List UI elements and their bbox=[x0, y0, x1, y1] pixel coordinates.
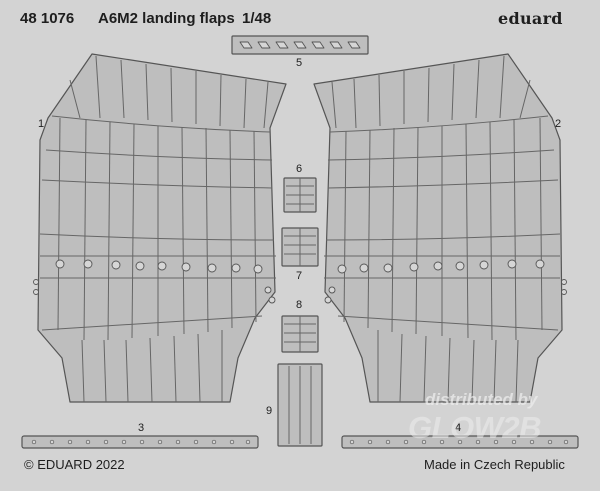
long-strip-part-9 bbox=[277, 363, 323, 447]
product-code: 48 1076 bbox=[20, 10, 75, 27]
small-strip-part-8 bbox=[281, 315, 319, 353]
product-name: A6M2 landing flaps bbox=[98, 10, 235, 27]
origin-notice: Made in Czech Republic bbox=[424, 457, 565, 472]
small-strip-part-7 bbox=[281, 227, 319, 267]
part-number-4: 4 bbox=[455, 422, 462, 434]
distributor-watermark-logo: GLOW2B bbox=[408, 410, 542, 445]
bottom-strip-part-3 bbox=[21, 435, 259, 449]
flap-part-1 bbox=[33, 53, 287, 403]
part-number-5: 5 bbox=[296, 57, 303, 69]
distributor-watermark-text: distributed by bbox=[425, 390, 538, 409]
brand-logo: eduard bbox=[498, 9, 563, 28]
copyright-notice: © EDUARD 2022 bbox=[24, 457, 125, 472]
part-number-9: 9 bbox=[266, 405, 273, 417]
product-scale: 1/48 bbox=[242, 10, 272, 27]
bottom-strip-part-4 bbox=[341, 435, 579, 449]
part-number-7: 7 bbox=[296, 270, 303, 282]
part-number-2: 2 bbox=[555, 118, 562, 130]
small-strip-part-6 bbox=[283, 177, 317, 213]
part-number-1: 1 bbox=[38, 118, 45, 130]
hinge-strip-part-5 bbox=[231, 35, 369, 55]
part-number-6: 6 bbox=[296, 163, 303, 175]
part-number-3: 3 bbox=[138, 422, 145, 434]
part-number-8: 8 bbox=[296, 299, 303, 311]
flap-part-2 bbox=[313, 53, 567, 403]
